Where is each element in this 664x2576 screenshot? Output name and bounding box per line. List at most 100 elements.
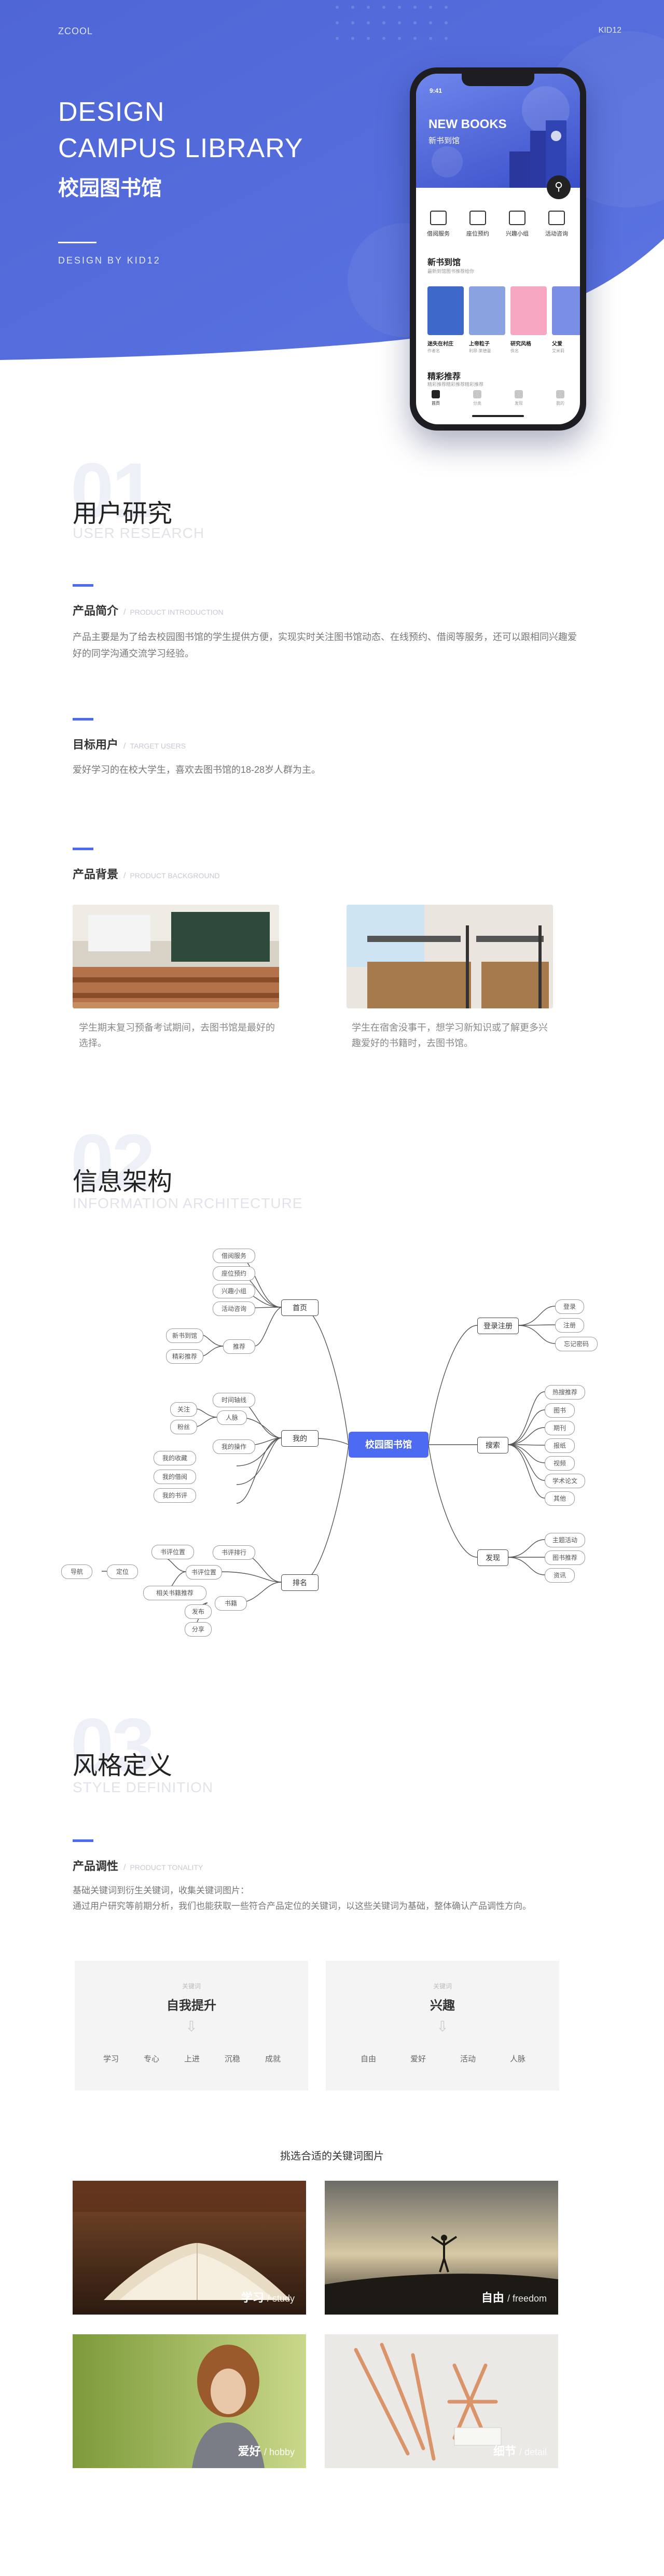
branch-search: 搜索 — [477, 1437, 508, 1453]
book-card[interactable]: 上帝粒子利昂·莱德曼 — [469, 286, 505, 354]
mind-map-leaf: 我的收藏 — [154, 1451, 196, 1465]
new-books-title: 新书到馆 — [427, 258, 461, 267]
keyword-image-en: freedom — [512, 2293, 547, 2304]
quick-entry-borrow[interactable]: 借阅服务 — [420, 211, 457, 238]
sub-heading-text: 目标用户 — [73, 738, 119, 751]
arrow-down-icon: ⇩ — [436, 2018, 449, 2034]
sub-heading-text: 产品调性 — [73, 1860, 119, 1873]
dormitory-photo — [347, 905, 553, 1008]
phone-mockup: 9:41 NEW BOOKS 新书到馆 ⚲ 借阅服务 座位预约 兴趣小组 活动咨… — [410, 67, 586, 431]
keyword-card-main: 兴趣 — [430, 1999, 455, 2013]
keyword-image-label: 爱好 / hobby — [238, 2445, 295, 2458]
banner-title: NEW BOOKS — [428, 117, 507, 131]
book-cover — [510, 286, 547, 335]
phone-notch — [462, 74, 534, 86]
book-card[interactable]: 研究风格佚名 — [510, 286, 547, 354]
keyword: 专心 — [143, 2055, 159, 2063]
keyword-image-en: detail — [524, 2447, 547, 2457]
book-author: 艾米莉 — [552, 349, 564, 353]
sub-heading-en: PRODUCT BACKGROUND — [130, 871, 220, 880]
keyword-image-cn: 爱好 — [238, 2445, 261, 2458]
book-card[interactable]: 迷失在村庄作者名 — [427, 286, 464, 354]
book-title: 上帝粒子 — [469, 341, 490, 347]
mind-map-leaf: 书籍 — [215, 1596, 247, 1611]
recommend-subtitle: 精彩推荐精彩推荐精彩推荐 — [427, 382, 484, 387]
design-by-label: DESIGN BY KID12 — [58, 255, 161, 266]
section-number: 02 — [71, 1118, 155, 1205]
mind-map-leaf: 图书推荐 — [545, 1550, 585, 1565]
accent-bar — [73, 1839, 93, 1842]
mind-map-leaf: 相关书籍推荐 — [143, 1586, 206, 1600]
tab-category[interactable]: 分类 — [462, 390, 493, 406]
book-author: 作者名 — [427, 349, 440, 353]
section-number: 03 — [71, 1702, 155, 1789]
book-title: 研究风格 — [510, 341, 531, 347]
book-title: 迷失在村庄 — [427, 341, 453, 347]
book-cover — [427, 286, 464, 335]
quick-entry-seat[interactable]: 座位预约 — [460, 211, 496, 238]
book-card[interactable]: 父爱艾米莉 — [552, 286, 580, 354]
book-cover — [552, 286, 580, 335]
tab-home[interactable]: 首页 — [420, 390, 451, 406]
tab-label: 首页 — [432, 401, 440, 406]
grid-icon — [473, 390, 481, 398]
mind-map-root: 校园图书馆 — [349, 1432, 428, 1458]
keyword-image-hobby: 爱好 / hobby — [73, 2334, 306, 2468]
dormitory-illustration — [347, 905, 553, 1008]
keyword-card-main: 自我提升 — [167, 1999, 216, 2013]
tone-text-1: 基础关键词到衍生关键词，收集关键词图片： — [73, 1886, 249, 1895]
mind-map-leaf: 注册 — [555, 1318, 584, 1333]
keyword-image-en: hobby — [269, 2447, 295, 2457]
quick-entry-events[interactable]: 活动咨询 — [538, 211, 575, 238]
hero-title-line2: CAMPUS LIBRARY — [58, 133, 303, 163]
mind-map-leaf: 精彩推荐 — [166, 1349, 203, 1364]
quick-entry-label: 座位预约 — [466, 231, 489, 237]
keyword: 上进 — [184, 2055, 200, 2063]
mind-map-leaf: 活动咨询 — [213, 1301, 255, 1316]
tone-text-2: 通过用户研究等前期分析，我们也能获取一些符合产品定位的关键词，以这些关键词为基础… — [73, 1901, 531, 1911]
sub-heading-en: PRODUCT TONALITY — [130, 1863, 203, 1872]
keyword: 自由 — [360, 2055, 376, 2063]
mind-map-leaf: 新书到馆 — [166, 1328, 203, 1343]
book-icon — [430, 211, 447, 225]
book-title: 父爱 — [552, 341, 562, 347]
mind-map-leaf: 视频 — [545, 1456, 575, 1471]
tab-discover[interactable]: 发现 — [503, 390, 534, 406]
search-icon[interactable]: ⚲ — [547, 175, 571, 199]
mind-map-leaf: 期刊 — [545, 1421, 575, 1435]
keyword: 成就 — [265, 2055, 281, 2063]
quick-entry-group[interactable]: 兴趣小组 — [499, 211, 535, 238]
new-books-subtitle: 最新到馆图书推荐给你 — [427, 269, 475, 274]
section-subtitle: INFORMATION ARCHITECTURE — [73, 1195, 303, 1211]
intro-text: 产品主要是为了给去校园图书馆的学生提供方便，实现实时关注图书馆动态、在线预约、借… — [73, 632, 577, 659]
keyword-image-cn: 学习 — [241, 2291, 264, 2304]
section-subtitle: USER RESEARCH — [73, 525, 205, 541]
new-books-banner[interactable]: 9:41 NEW BOOKS 新书到馆 — [416, 74, 580, 188]
keyword-card-label: 关键词 — [433, 1983, 452, 1990]
keyword-image-cn: 自由 — [481, 2291, 504, 2304]
accent-bar — [73, 848, 93, 850]
mind-map-leaf: 忘记密码 — [555, 1337, 598, 1351]
sub-heading: 产品调性/PRODUCT TONALITY — [73, 1860, 203, 1873]
news-icon — [548, 211, 565, 225]
mind-map-leaf: 主题活动 — [545, 1533, 585, 1547]
section-title: 用户研究 — [73, 500, 173, 528]
mind-map-leaf: 推荐 — [223, 1339, 255, 1354]
mind-map-leaf: 书评位置 — [151, 1545, 194, 1559]
author-tag: KID12 — [598, 26, 621, 35]
mind-map-leaf: 分享 — [185, 1622, 212, 1637]
keyword-card-label: 关键词 — [182, 1983, 201, 1990]
keyword-card: 关键词 兴趣 ⇩ 自由 爱好 活动 人脉 — [326, 1961, 559, 2090]
sub-heading: 目标用户/TARGET USERS — [73, 738, 186, 751]
mind-map-leaf: 关注 — [170, 1402, 197, 1417]
keyword-card: 关键词 自我提升 ⇩ 学习 专心 上进 沉稳 成就 — [75, 1961, 308, 2090]
mind-map-leaf: 报纸 — [545, 1438, 575, 1453]
compass-icon — [515, 390, 523, 398]
branch-login: 登录注册 — [477, 1318, 519, 1334]
mind-map-leaf: 书评位置 — [186, 1565, 222, 1580]
tab-mine[interactable]: 我的 — [545, 390, 576, 406]
keyword: 沉稳 — [224, 2055, 240, 2063]
branch-home: 首页 — [281, 1299, 319, 1316]
mind-map-leaf: 书评排行 — [213, 1545, 255, 1560]
mind-map-leaf: 学术论文 — [545, 1474, 585, 1488]
